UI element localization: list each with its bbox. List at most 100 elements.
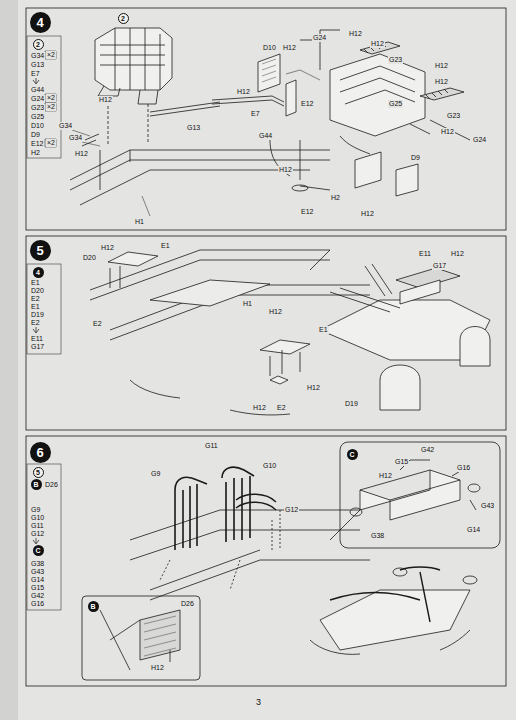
part-label: G23 <box>388 56 403 64</box>
part-label: G17 <box>30 343 45 351</box>
step-number-text: B <box>90 603 95 610</box>
part-label: G43 <box>30 568 45 576</box>
part-label: D9 <box>410 154 421 162</box>
part-label: G12 <box>284 506 299 514</box>
part-label: H2 <box>330 194 341 202</box>
part-label: G16 <box>456 464 471 472</box>
step-number-text: 2 <box>36 41 40 48</box>
part-label: E2 <box>92 320 103 328</box>
part-label: G13 <box>30 61 45 69</box>
part-label: H1 <box>242 300 253 308</box>
part-label: H12 <box>74 150 89 158</box>
part-label: H12 <box>348 30 363 38</box>
part-label: G43 <box>480 502 495 510</box>
part-label: E1 <box>318 326 329 334</box>
callout-circle: 2 <box>33 39 44 50</box>
part-label: D19 <box>344 400 359 408</box>
part-label: G44 <box>30 86 45 94</box>
part-label: G15 <box>394 458 409 466</box>
part-label: E2 <box>276 404 287 412</box>
part-label: ×2 <box>46 94 56 102</box>
step-number-text: C <box>35 547 40 554</box>
part-label: H12 <box>98 96 113 104</box>
part-label: G42 <box>420 446 435 454</box>
part-label: H12 <box>306 384 321 392</box>
callout-circle: B <box>31 479 42 490</box>
part-label: E1 <box>30 303 41 311</box>
part-label: H12 <box>150 664 165 672</box>
part-label: H12 <box>378 472 393 480</box>
part-label: G16 <box>30 600 45 608</box>
part-label: G23 <box>30 104 45 112</box>
step-number-text: 4 <box>36 16 43 29</box>
part-label: G24 <box>30 95 45 103</box>
part-label: H12 <box>236 88 251 96</box>
part-label: H12 <box>268 308 283 316</box>
part-label: E11 <box>418 250 432 258</box>
part-label: G34 <box>68 134 83 142</box>
part-label: H2 <box>30 149 41 157</box>
part-label: G23 <box>446 112 461 120</box>
part-label: G38 <box>30 560 45 568</box>
part-label: ×2 <box>46 103 56 111</box>
step-number: 4 <box>30 12 51 33</box>
part-label: H12 <box>252 404 267 412</box>
part-label: H12 <box>450 250 465 258</box>
part-label: D26 <box>44 481 59 489</box>
part-label: ×2 <box>46 139 56 147</box>
part-label: E7 <box>30 70 41 78</box>
callout-circle: 2 <box>118 13 129 24</box>
part-label: E12 <box>300 208 314 216</box>
part-label: D19 <box>30 311 45 319</box>
step-number: 6 <box>30 442 51 463</box>
part-label: D10 <box>30 122 45 130</box>
part-label: G11 <box>204 442 219 450</box>
part-label: E1 <box>160 242 171 250</box>
page-number: 3 <box>255 698 262 706</box>
part-label: H12 <box>440 128 455 136</box>
part-label: D20 <box>30 287 45 295</box>
part-label: H12 <box>360 210 375 218</box>
part-label: E7 <box>250 110 261 118</box>
part-label: G34 <box>58 122 73 130</box>
part-label: H12 <box>100 244 115 252</box>
part-label: E11 <box>30 335 44 343</box>
step-number-text: C <box>349 451 354 458</box>
callout-circle: B <box>88 601 99 612</box>
step-number-text: B <box>33 481 38 488</box>
part-label: G13 <box>186 124 201 132</box>
part-label: G44 <box>258 132 273 140</box>
part-label: G15 <box>30 584 45 592</box>
part-label: H1 <box>134 218 145 226</box>
part-label: H12 <box>434 78 449 86</box>
part-label: E2 <box>30 295 41 303</box>
part-label: E1 <box>30 279 41 287</box>
step-number-text: 5 <box>36 469 40 476</box>
step-number: 5 <box>30 240 51 261</box>
part-label: D10 <box>262 44 277 52</box>
part-label: G14 <box>466 526 481 534</box>
part-label: G10 <box>30 514 45 522</box>
part-label: G24 <box>312 34 327 42</box>
part-label: H12 <box>434 62 449 70</box>
part-label: G9 <box>150 470 161 478</box>
part-label: G17 <box>432 262 447 270</box>
part-label: D20 <box>82 254 97 262</box>
part-label: D26 <box>180 600 195 608</box>
part-label: G24 <box>472 136 487 144</box>
part-label: G25 <box>388 100 403 108</box>
part-label: H12 <box>282 44 297 52</box>
part-label: G25 <box>30 113 45 121</box>
part-label: D9 <box>30 131 41 139</box>
step-number-text: 5 <box>36 244 43 257</box>
callout-circle: C <box>347 449 358 460</box>
part-label: H12 <box>370 40 385 48</box>
callout-circle: 5 <box>33 467 44 478</box>
part-label: G9 <box>30 506 41 514</box>
part-label: G14 <box>30 576 45 584</box>
callout-circle: C <box>33 545 44 556</box>
part-label: G12 <box>30 530 45 538</box>
part-label: G42 <box>30 592 45 600</box>
part-label: E12 <box>30 140 44 148</box>
